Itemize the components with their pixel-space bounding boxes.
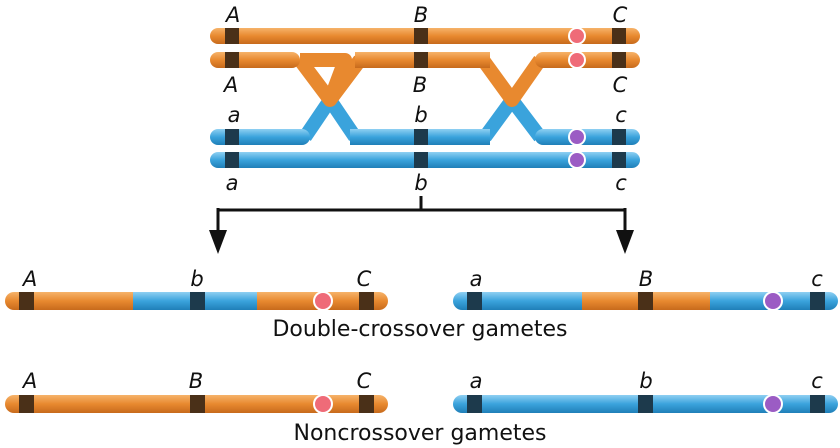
chromatid-blue-2 xyxy=(210,151,640,169)
noncrossover-caption: Noncrossover gametes xyxy=(294,421,547,446)
locus-label: B xyxy=(413,73,427,97)
locus-label: c xyxy=(811,369,823,393)
gamete-non-right xyxy=(453,394,838,414)
locus-label: A xyxy=(222,73,238,97)
double-crossover-caption: Double-crossover gametes xyxy=(272,317,567,342)
split-arrow xyxy=(216,196,627,232)
locus-label: a xyxy=(470,267,483,291)
locus-label: B xyxy=(189,369,203,393)
orange-crossover-1 xyxy=(294,55,366,107)
arrowhead-left xyxy=(209,230,227,254)
locus-label: b xyxy=(414,171,427,195)
gamete-double-left xyxy=(5,291,388,311)
locus-label: b xyxy=(190,267,203,291)
chromatid-orange-2 xyxy=(210,51,640,69)
locus-label: A xyxy=(224,3,240,27)
locus-label: C xyxy=(613,73,628,97)
locus-label: B xyxy=(639,267,653,291)
locus-label: b xyxy=(639,369,652,393)
locus-label: c xyxy=(811,267,823,291)
locus-label: c xyxy=(615,103,627,127)
locus-label: B xyxy=(414,3,428,27)
gamete-double-right xyxy=(453,291,838,311)
locus-label: C xyxy=(613,3,628,27)
locus-label: c xyxy=(615,171,627,195)
chromatid-blue-1 xyxy=(210,128,640,146)
locus-label: a xyxy=(470,369,483,393)
locus-label: A xyxy=(21,369,37,393)
arrowhead-right xyxy=(616,230,634,254)
gamete-non-left xyxy=(5,394,388,414)
locus-label: C xyxy=(357,267,372,291)
locus-label: C xyxy=(357,369,372,393)
locus-label: a xyxy=(226,171,239,195)
orange-crossover-2 xyxy=(477,55,546,107)
locus-label: b xyxy=(414,103,427,127)
locus-label: A xyxy=(21,267,37,291)
chromatid-orange-1 xyxy=(210,27,640,45)
locus-label: a xyxy=(228,103,241,127)
